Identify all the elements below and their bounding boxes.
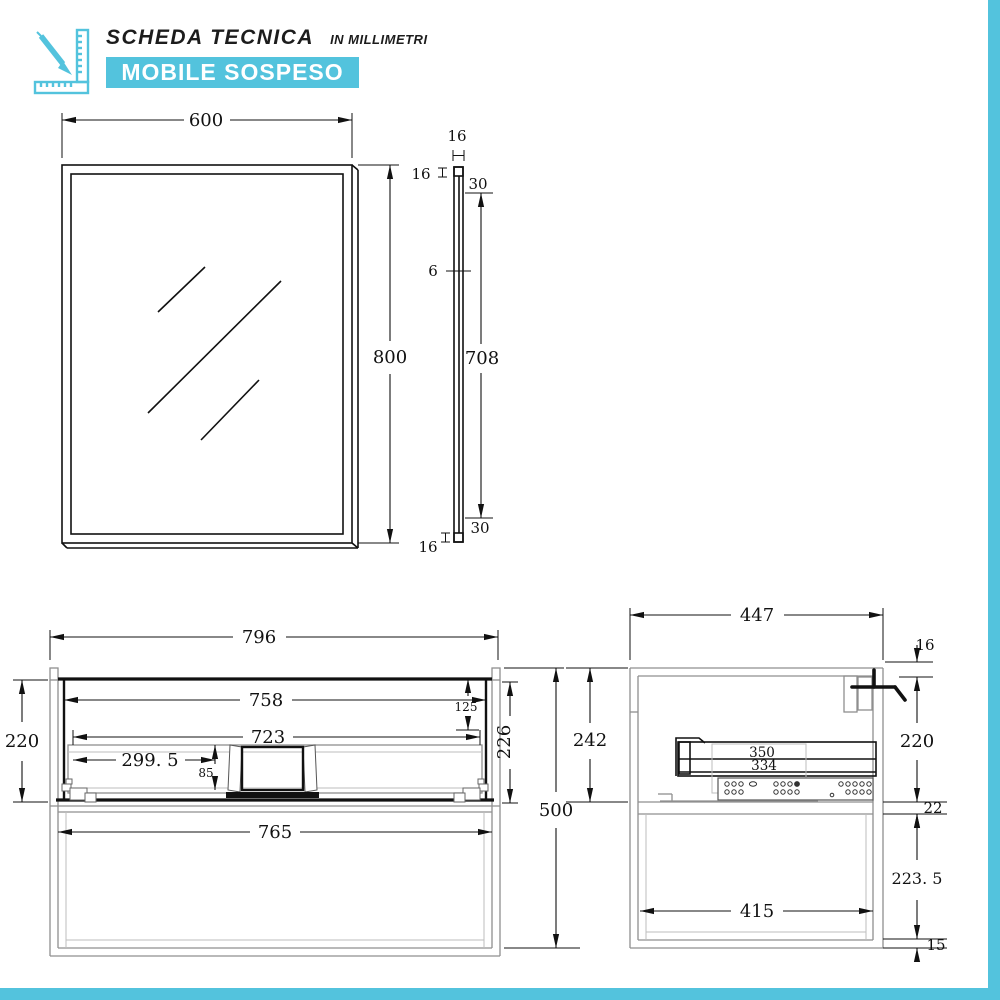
slide-length-label: 350 [749,745,775,761]
dim-mirror-cap-top: 16 [411,165,447,183]
mirror-cap-bottom-label: 16 [418,538,437,556]
siphon-cutout [226,744,319,798]
dim-side-height-left: 242 [566,667,628,803]
slide-rail-step [658,793,818,802]
dim-side-height-drawer: 220 [900,677,934,802]
lower-compartment-side [645,814,867,940]
unit-note: IN MILLIMETRI [330,32,428,47]
mirror-frame-inner [70,173,344,535]
vanity-inset-right-label: 125 [455,700,478,714]
mirror-height-label: 800 [373,347,407,368]
vanity-front-view: 796 758 125 723 [5,627,580,957]
drawer-slide-left [61,778,97,803]
side-depth-total-label: 447 [740,605,774,626]
accent-bar-bottom [0,988,1000,1000]
vanity-side-view: 350 334 [566,605,947,962]
dim-mirror-height: 800 [358,164,407,544]
dim-mirror-offset-top: 30 [465,175,493,194]
side-top-panel-label: 16 [915,636,934,654]
vanity-width-top-inner-label: 758 [249,690,283,711]
vanity-basin-offset-label: 299. 5 [121,750,178,771]
mirror-side-cap-bottom [453,532,464,543]
hanging-bracket-housing [857,676,873,711]
side-height-lower-label: 223. 5 [892,869,943,888]
pencil-ruler-icon [33,28,90,95]
dim-side-top-panel: 16 [885,636,935,678]
vanity-side-shell [629,667,884,949]
dim-mirror-panel: 708 [465,193,499,518]
mirror-panel-label: 708 [465,348,499,369]
mirror-front-view: 600 800 [61,110,407,549]
vanity-height-drawer-left-label: 220 [5,731,39,752]
dim-vanity-cutout-height: 85 [198,745,219,790]
dim-vanity-drawer-width: 723 [72,727,481,748]
drawer-side-profile: 350 334 [675,737,877,794]
slide-inner-label: 334 [751,758,777,774]
side-height-left-label: 242 [573,730,607,751]
vanity-cutout-height-label: 85 [198,766,213,780]
vanity-width-bottom-inner-label: 765 [258,822,292,843]
sheet-title: SCHEDA TECNICA [106,26,315,49]
dim-side-depth-inner: 415 [640,901,873,922]
vanity-front-shell [49,667,501,957]
product-banner: MOBILE SOSPESO [106,57,359,88]
mirror-frame-depth [61,164,359,549]
dim-vanity-width-top-inner: 758 [64,690,486,711]
dim-side-bottom-panel: 15 [883,936,947,962]
side-depth-inner-label: 415 [740,901,774,922]
dim-side-depth-total: 447 [629,605,884,660]
dim-vanity-inset-right: 125 [455,679,479,731]
dim-side-height-lower: 223. 5 [892,814,943,939]
mirror-frame-outer [61,164,353,544]
dim-vanity-height-drawer-right: 226 [494,681,518,804]
dim-mirror-glass: 6 [428,262,471,280]
mirror-glass-slashes [147,266,282,441]
mirror-width-label: 600 [189,110,223,131]
side-shelf-label: 22 [923,799,942,817]
hanging-rail [843,675,858,713]
dim-mirror-thickness-top: 16 [447,127,467,161]
vanity-height-total-label: 500 [539,800,573,821]
dim-vanity-width-bottom-inner: 765 [58,822,492,843]
dim-vanity-height-drawer-left: 220 [5,679,48,803]
mirror-side-cap-top [453,166,464,177]
mirror-glass-label: 6 [428,262,438,280]
accent-bar-right [988,0,1000,1000]
dim-mirror-width: 600 [61,110,353,158]
drawer-slide-right [453,778,489,803]
vanity-width-total-label: 796 [242,627,276,648]
vanity-height-drawer-right-label: 226 [494,725,515,759]
mirror-offset-bottom-label: 30 [470,519,489,537]
slide-rail [658,777,874,802]
vanity-drawer-width-label: 723 [251,727,285,748]
dim-side-shelf: 22 [883,799,947,830]
mirror-side-view: 16 16 30 6 708 30 [411,127,499,556]
side-height-drawer-label: 220 [900,731,934,752]
dim-vanity-basin-offset: 299. 5 [73,750,215,771]
dim-vanity-width-total: 796 [49,627,499,660]
side-bottom-panel-label: 15 [926,936,945,954]
dim-mirror-offset-bottom: 30 [465,517,493,537]
dim-vanity-height-total: 500 [504,667,580,949]
mirror-cap-top-label: 16 [411,165,430,183]
dim-mirror-cap-bottom: 16 [418,532,450,556]
wall-hook [850,668,907,702]
mirror-thickness-top-label: 16 [447,127,466,145]
mirror-offset-top-label: 30 [468,175,487,193]
